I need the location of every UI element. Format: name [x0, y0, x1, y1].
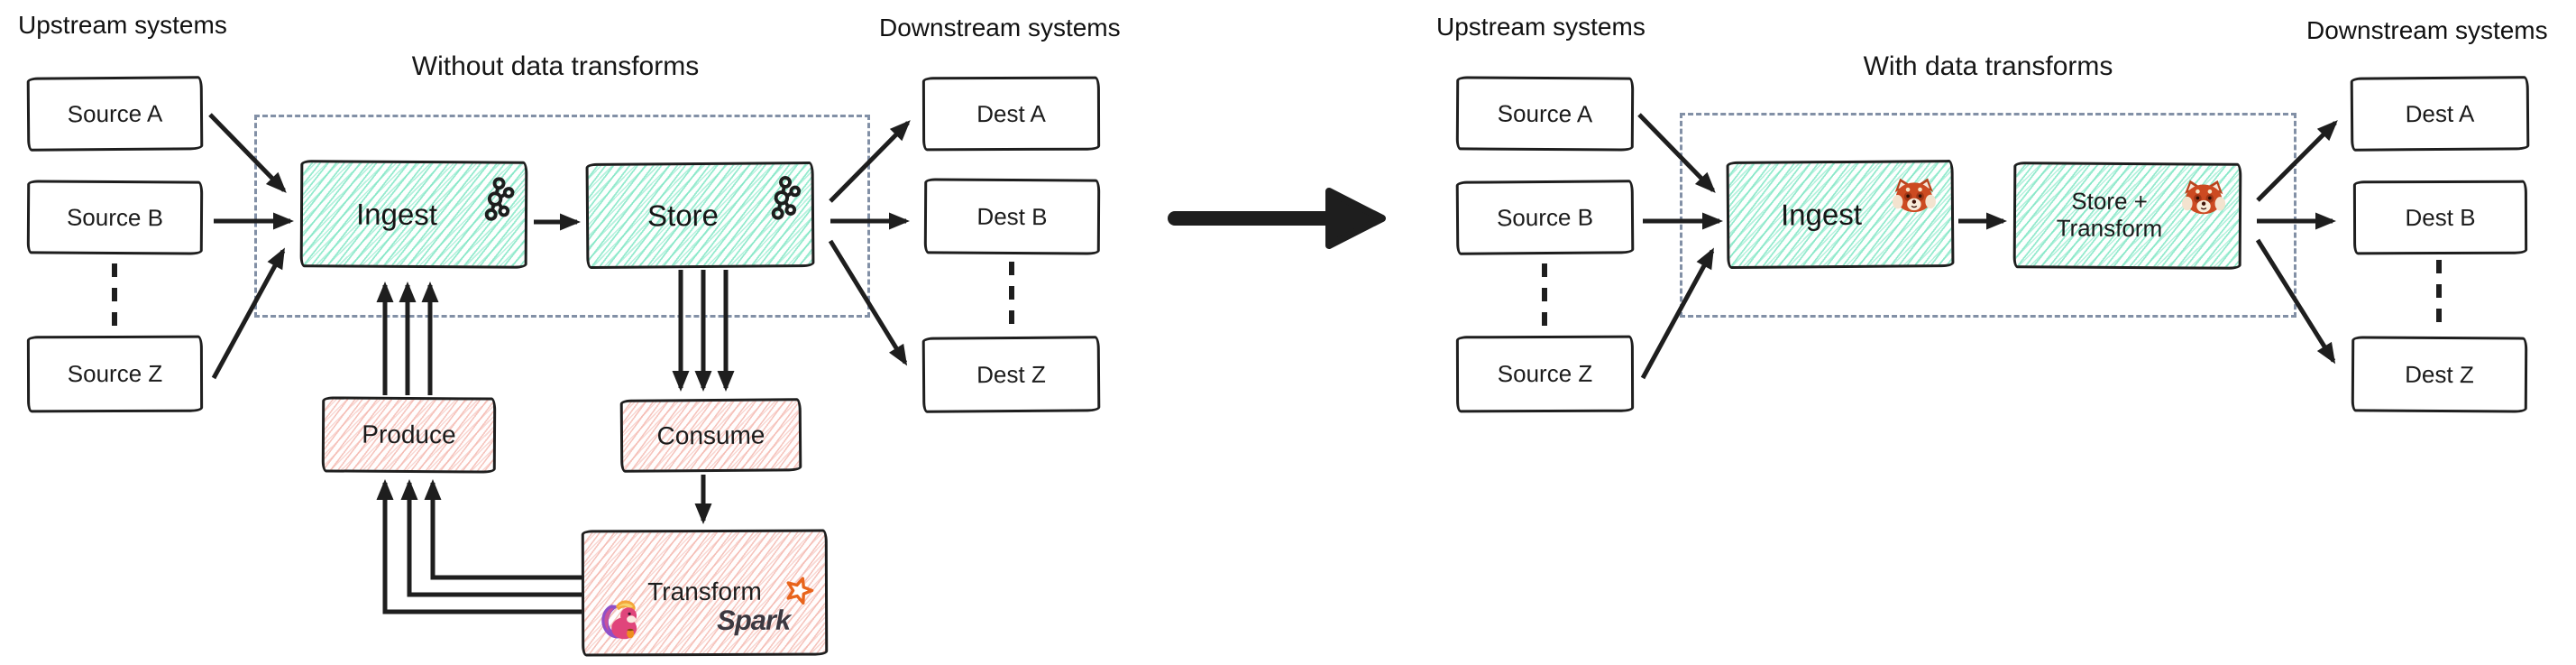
dest-b-label-left: Dest B	[976, 202, 1048, 230]
source-a-box-right: Source A	[1455, 76, 1635, 152]
arrow-transform-to-produce-2	[400, 479, 582, 597]
big-transition-arrow	[1168, 188, 1386, 249]
dest-z-box-left: Dest Z	[921, 336, 1101, 413]
upstream-systems-label-left: Upstream systems	[18, 11, 227, 39]
produce-box: Produce	[321, 396, 497, 474]
source-z-box-left: Source Z	[26, 335, 204, 413]
ingest-label-right: Ingest	[1780, 197, 1863, 232]
source-z-label-left: Source Z	[67, 359, 163, 388]
store-transform-line2: Transform	[2056, 214, 2163, 243]
upstream-systems-label-right: Upstream systems	[1436, 13, 1646, 41]
panel-title-with-transforms: With data transforms	[1863, 51, 2113, 81]
pipeline-boundary-left	[254, 115, 870, 318]
store-label-left: Store	[646, 198, 720, 232]
panel-title-without-transforms: Without data transforms	[411, 51, 700, 81]
downstream-systems-label-left: Downstream systems	[879, 14, 1121, 42]
dest-z-box-right: Dest Z	[2351, 336, 2528, 413]
spark-star-icon	[784, 576, 814, 611]
spark-logo-text: Spark	[717, 604, 791, 636]
redpanda-icon	[2181, 178, 2226, 215]
ingest-box-right: Ingest	[1726, 160, 1955, 269]
store-transform-box: Store + Transform	[2012, 162, 2242, 270]
store-transform-label: Store + Transform	[2056, 187, 2163, 243]
dest-z-label-left: Dest Z	[976, 360, 1046, 388]
source-a-label-left: Source A	[67, 99, 163, 127]
produce-label: Produce	[362, 420, 456, 449]
ingest-label-left: Ingest	[355, 197, 438, 231]
source-a-box-left: Source A	[26, 76, 204, 152]
store-box-left: Store	[585, 162, 815, 269]
source-b-box-right: Source B	[1455, 180, 1635, 255]
dest-a-label-left: Dest A	[976, 99, 1046, 127]
kafka-icon	[478, 176, 515, 221]
dest-a-box-right: Dest A	[2350, 76, 2530, 152]
source-z-label-right: Source Z	[1497, 359, 1593, 388]
kafka-icon	[765, 175, 802, 220]
dest-a-box-left: Dest A	[921, 76, 1101, 152]
dest-a-label-right: Dest A	[2405, 99, 2475, 127]
source-b-label-right: Source B	[1496, 203, 1594, 231]
pipeline-boundary-right	[1680, 113, 2296, 318]
redpanda-icon	[1892, 176, 1937, 213]
store-transform-line1: Store +	[2071, 187, 2148, 216]
dest-b-label-right: Dest B	[2405, 203, 2476, 231]
consume-label: Consume	[656, 420, 765, 449]
arrow-transform-to-produce-3	[376, 479, 582, 614]
consume-box: Consume	[619, 398, 802, 473]
source-b-box-left: Source B	[26, 180, 204, 255]
arrow-transform-to-produce-1	[424, 479, 582, 580]
downstream-systems-label-right: Downstream systems	[2306, 16, 2548, 44]
source-z-box-right: Source Z	[1455, 335, 1635, 413]
source-b-label-left: Source B	[66, 203, 164, 231]
source-a-label-right: Source A	[1497, 99, 1593, 127]
spark-logo: Spark	[717, 577, 814, 637]
flink-squirrel-icon	[597, 596, 640, 641]
dest-b-box-right: Dest B	[2352, 180, 2528, 255]
dest-z-label-right: Dest Z	[2405, 360, 2474, 388]
transform-box: Transform Spark	[581, 529, 829, 657]
dest-b-box-left: Dest B	[923, 178, 1101, 255]
ingest-box-left: Ingest	[299, 160, 528, 269]
